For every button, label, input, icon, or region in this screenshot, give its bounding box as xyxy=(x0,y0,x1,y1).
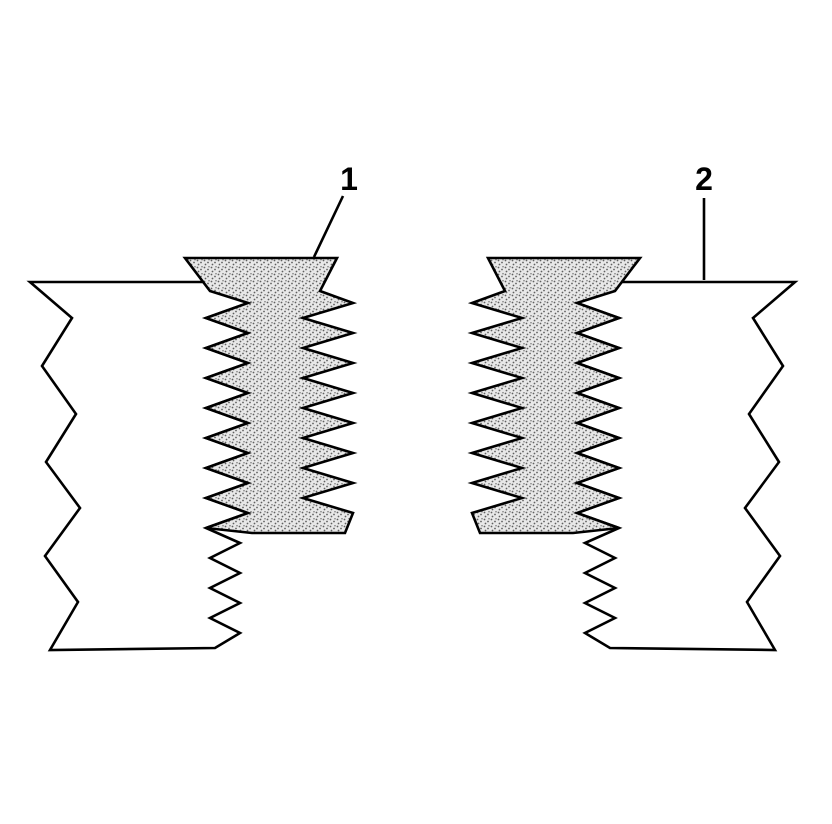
callout-2-label: 2 xyxy=(695,161,713,197)
callout-1-leader-line xyxy=(312,195,345,258)
callout-1-label: 1 xyxy=(340,161,358,197)
right-fastener-thread-section xyxy=(467,256,643,535)
diagram-linework xyxy=(26,195,799,652)
left-fastener-thread-section xyxy=(182,256,358,535)
